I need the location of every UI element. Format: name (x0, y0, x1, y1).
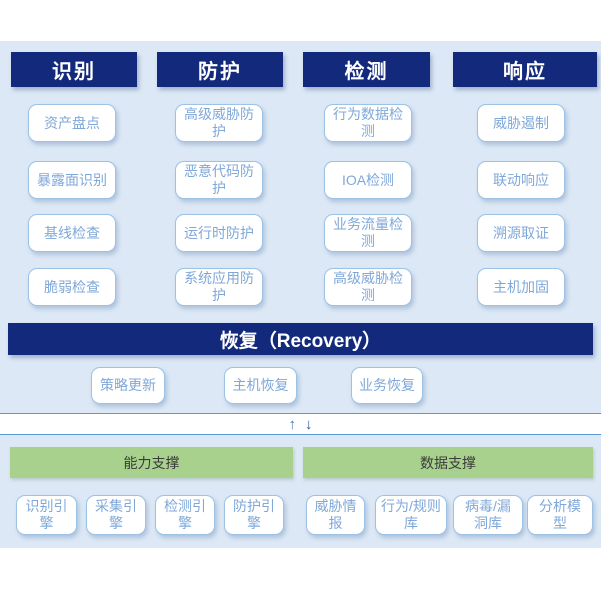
up-arrow-icon: ↑ (288, 415, 297, 433)
identify-item: 基线检查 (28, 214, 116, 252)
protect-item: 恶意代码防护 (175, 161, 263, 199)
column-header-respond: 响应 (453, 52, 597, 87)
data-support-item: 行为/规则库 (375, 495, 447, 535)
protect-item: 系统应用防护 (175, 268, 263, 306)
data-support-item: 威胁情报 (306, 495, 365, 535)
identify-item: 暴露面识别 (28, 161, 116, 199)
protect-item: 高级威胁防护 (175, 104, 263, 142)
identify-item: 资产盘点 (28, 104, 116, 142)
column-header-detect: 检测 (303, 52, 430, 87)
support-header-data: 数据支撑 (303, 447, 593, 478)
column-header-identify: 识别 (11, 52, 137, 87)
protect-item: 运行时防护 (175, 214, 263, 252)
support-header-capability: 能力支撑 (10, 447, 293, 478)
capability-item: 识别引擎 (16, 495, 77, 535)
recovery-item: 主机恢复 (224, 367, 297, 404)
respond-item: 主机加固 (477, 268, 565, 306)
detect-item: 高级威胁检测 (324, 268, 412, 306)
recovery-bar: 恢复（Recovery） (8, 323, 593, 355)
detect-item: IOA检测 (324, 161, 412, 199)
detect-item: 行为数据检测 (324, 104, 412, 142)
capability-item: 防护引擎 (224, 495, 284, 535)
detect-item: 业务流量检测 (324, 214, 412, 252)
capability-item: 采集引擎 (86, 495, 146, 535)
down-arrow-icon: ↓ (305, 415, 313, 433)
identify-item: 脆弱检查 (28, 268, 116, 306)
column-header-protect: 防护 (157, 52, 283, 87)
recovery-item: 策略更新 (91, 367, 165, 404)
connector-band: ↑ ↓ (0, 413, 601, 435)
respond-item: 威胁遏制 (477, 104, 565, 142)
data-support-item: 病毒/漏洞库 (453, 495, 523, 535)
capability-item: 检测引擎 (155, 495, 215, 535)
data-support-item: 分析模型 (527, 495, 593, 535)
recovery-item: 业务恢复 (351, 367, 423, 404)
respond-item: 溯源取证 (477, 214, 565, 252)
respond-item: 联动响应 (477, 161, 565, 199)
